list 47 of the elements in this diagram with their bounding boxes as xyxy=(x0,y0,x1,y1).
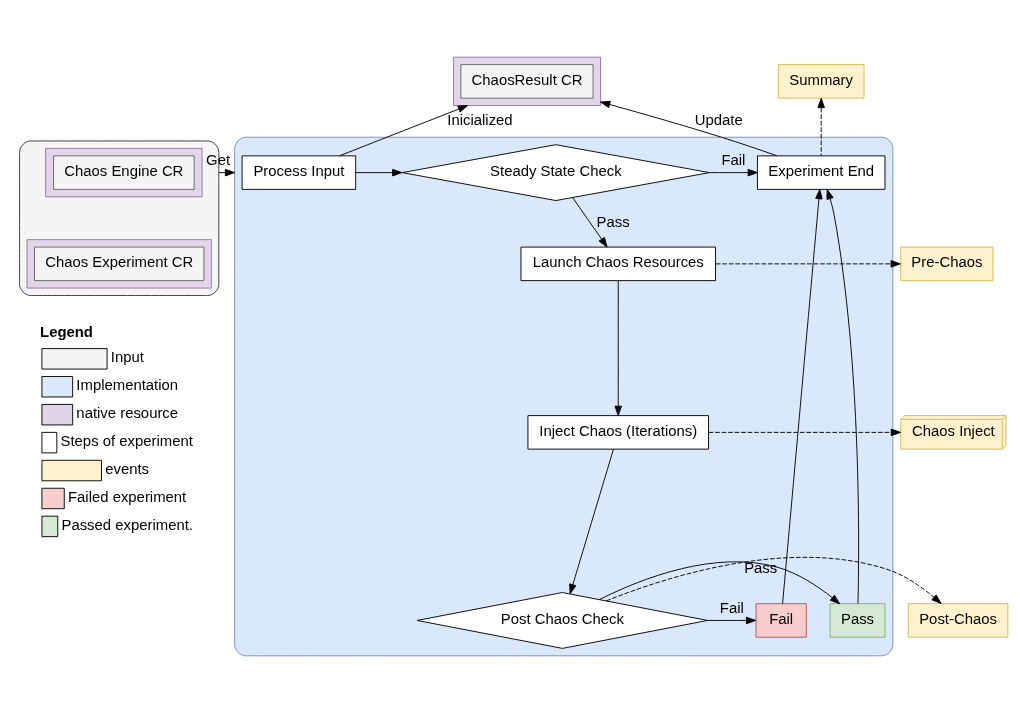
arrow xyxy=(817,97,825,157)
arrow xyxy=(782,188,823,605)
edge-label: Pass xyxy=(744,559,778,576)
cluster xyxy=(452,56,601,107)
legend-label: Input xyxy=(110,349,144,366)
node-diamond: Post Chaos Check xyxy=(416,592,709,649)
node-box: Experiment End xyxy=(756,155,886,190)
arrow xyxy=(355,168,403,177)
arrow xyxy=(605,556,942,604)
legend-label: events xyxy=(105,461,150,478)
node-box: Summary xyxy=(777,64,865,99)
node-box: Launch Chaos Resources xyxy=(520,246,716,282)
node-box: ChaosResult CR xyxy=(460,64,594,99)
arrow xyxy=(569,448,614,595)
node-box: Process Input xyxy=(241,155,357,190)
node-box: Chaos Engine CR xyxy=(53,155,195,190)
arrow xyxy=(599,561,841,605)
legend-label: Failed experiment xyxy=(67,489,187,506)
edge-label: Pass xyxy=(596,214,630,231)
edge-label: Get xyxy=(206,151,231,168)
node-diamond: Steady State Check xyxy=(401,144,710,201)
node-box: Fail xyxy=(755,603,807,638)
legend-label: native resource xyxy=(76,405,179,422)
arrow xyxy=(707,616,757,625)
node-box: Pass xyxy=(829,603,886,638)
node-box: Chaos Experiment CR xyxy=(34,246,205,282)
arrow xyxy=(614,280,622,416)
edge-label: Fail xyxy=(719,599,744,616)
arrow xyxy=(708,428,902,437)
edge-label: Update xyxy=(694,111,743,128)
edge-label: Fail xyxy=(721,151,746,168)
arrow xyxy=(826,189,860,605)
node-box: Inject Chaos (Iterations) xyxy=(527,415,709,450)
legend-label: Passed experiment. xyxy=(61,516,193,533)
label: Legend xyxy=(40,324,93,341)
cluster xyxy=(45,147,203,198)
arrow xyxy=(338,105,469,157)
arrow xyxy=(709,168,758,177)
node-box: Pre-Chaos xyxy=(900,246,994,282)
arrow xyxy=(715,260,901,268)
arrow xyxy=(572,197,608,248)
legend-label: Implementation xyxy=(76,377,179,394)
node-box: Post-Chaos xyxy=(907,603,1009,638)
cluster xyxy=(26,239,212,289)
arrow xyxy=(600,100,778,157)
legend-label: Steps of experiment xyxy=(60,433,193,450)
edge-label: Inicialized xyxy=(447,111,513,128)
